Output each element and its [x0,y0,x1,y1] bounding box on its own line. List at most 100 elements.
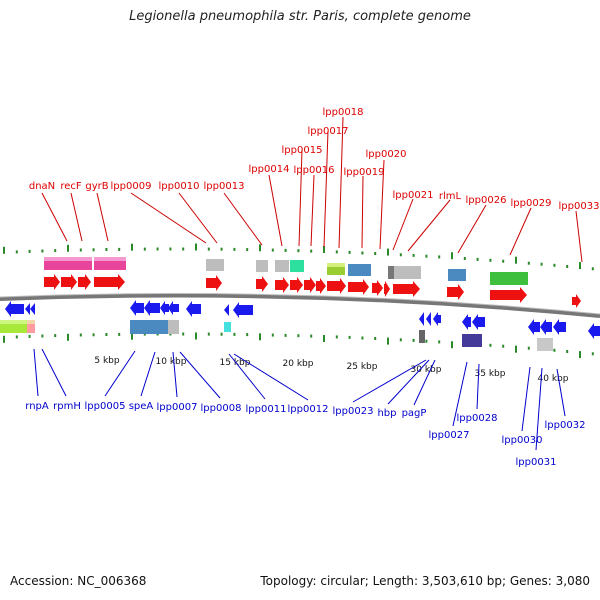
forward-gene-arrow [61,274,77,290]
feature-block [290,260,304,272]
gene-label[interactable]: lpp0027 [429,430,470,441]
reverse-gene-arrow [186,301,201,317]
gene-label[interactable]: speA [129,401,154,412]
gene-label[interactable]: lpp0008 [201,403,242,414]
gene-label[interactable]: lpp0023 [333,406,374,417]
gene-label[interactable]: lpp0014 [249,164,290,175]
gene-label[interactable]: recF [60,181,82,192]
gene-label[interactable]: lpp0010 [159,181,200,192]
minor-tick [79,248,82,252]
feature-block [448,269,466,281]
gene-label[interactable]: rnpA [25,401,49,412]
minor-tick [489,258,492,262]
minor-tick [207,332,210,336]
gene-label[interactable]: lpp0011 [246,404,287,415]
minor-tick [105,248,108,251]
minor-tick [310,334,313,338]
minor-tick [220,332,223,336]
reverse-gene-arrow [224,304,229,316]
gene-label[interactable]: lpp0009 [111,181,152,192]
minor-tick [527,346,530,350]
gene-label[interactable]: lpp0029 [511,198,552,209]
reverse-gene-arrow [588,323,600,339]
gene-label[interactable]: lpp0018 [323,107,364,118]
major-tick [579,351,581,359]
forward-gene-arrow [384,281,390,297]
forward-gene-arrow [256,276,268,292]
minor-tick [348,335,351,339]
gene-label[interactable]: lpp0032 [545,420,586,431]
gene-label[interactable]: lpp0007 [157,402,198,413]
gene-label[interactable]: lpp0033 [559,201,600,212]
major-tick [195,243,197,251]
minor-tick [41,249,44,253]
feature-block-shine [44,257,92,261]
gene-label[interactable]: gyrB [85,181,108,192]
feature-block [224,322,231,332]
minor-tick [233,332,236,336]
minor-tick [591,352,594,356]
minor-tick [438,255,441,259]
accession-text: Accession: NC_006368 [10,574,147,588]
reverse-gene-arrow [426,312,431,326]
minor-tick [118,247,121,251]
forward-feature-blocks [44,257,528,285]
minor-tick [502,344,505,348]
gene-label[interactable]: lpp0021 [393,190,434,201]
major-tick [579,262,581,270]
gene-label[interactable]: rlmL [439,191,462,202]
major-tick [3,246,5,254]
reverse-gene-arrow [462,314,471,330]
gene-label[interactable]: lpp0012 [288,404,329,415]
forward-gene-arrow [490,287,527,303]
minor-tick [28,334,31,338]
gene-label[interactable]: lpp0020 [366,149,407,160]
gene-label[interactable]: lpp0031 [516,457,557,468]
gene-label[interactable]: dnaN [29,181,55,192]
forward-gene-arrow [316,278,326,294]
forward-gene-arrow [275,277,289,293]
forward-gene-arrow [290,277,303,293]
forward-gene-arrow [44,274,60,290]
reverse-gene-arrow [540,319,552,335]
major-tick [67,333,69,341]
minor-tick [425,254,428,258]
gene-label[interactable]: lpp0005 [85,401,126,412]
gene-label[interactable]: lpp0015 [282,145,323,156]
reverse-gene-labels: rnpA rpmH lpp0005 speA lpp0007 lpp0008 l… [25,348,586,468]
forward-gene-arrow [94,274,125,290]
minor-tick [182,332,185,336]
major-tick [131,243,133,251]
scale-label: 15 kbp [220,358,251,368]
forward-gene-arrow [393,281,420,297]
gene-label[interactable]: lpp0016 [294,165,335,176]
minor-tick [348,250,351,254]
gene-label[interactable]: rpmH [53,401,81,412]
minor-tick [399,338,402,342]
minor-tick [489,343,492,347]
minor-tick [540,262,543,266]
gene-label[interactable]: pagP [402,408,427,419]
gene-label[interactable]: hbp [377,408,396,419]
minor-tick [220,247,223,251]
map-title: Legionella pneumophila str. Paris, compl… [129,9,471,24]
forward-gene-labels: dnaN recF gyrB lpp0009 lpp0010 lpp0013 l… [29,107,600,263]
gene-label[interactable]: lpp0017 [308,126,349,137]
major-tick [323,246,325,253]
gene-label[interactable]: lpp0030 [502,435,543,446]
gene-label[interactable]: lpp0026 [466,195,507,206]
forward-gene-arrow [447,284,464,300]
reverse-gene-arrow [553,319,566,335]
reverse-gene-arrow [144,300,160,316]
feature-block [27,320,35,333]
reverse-gene-arrow [25,303,30,315]
scale-label: 40 kbp [538,374,569,384]
forward-gene-arrow [78,274,91,290]
gene-label[interactable]: lpp0013 [204,181,245,192]
major-tick [387,248,389,256]
forward-gene-arrow [572,294,581,308]
minor-tick [143,332,146,336]
gene-label[interactable]: lpp0019 [344,167,385,178]
minor-tick [207,247,210,251]
gene-label[interactable]: lpp0028 [457,413,498,424]
